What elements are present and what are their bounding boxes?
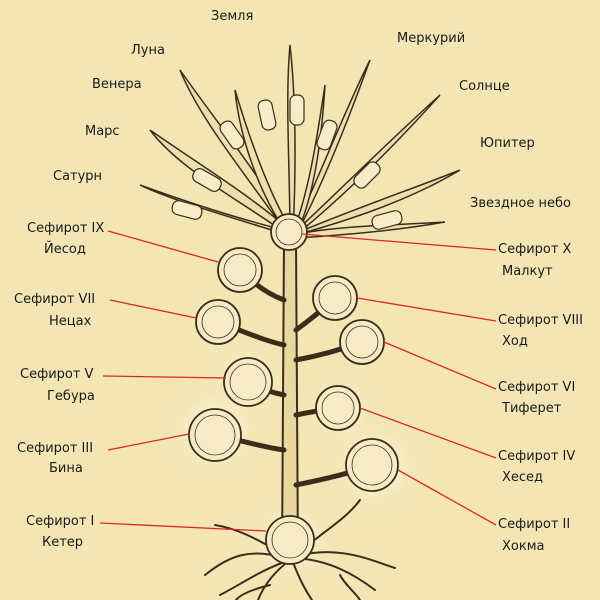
sephira-10-number: Сефирот X: [498, 242, 571, 258]
sephira-7-number: Сефирот VII: [14, 292, 95, 308]
sephira-3-number: Сефирот III: [17, 441, 93, 457]
planet-label-earth: Земля: [211, 9, 253, 25]
sephira-10-name: Малкут: [502, 264, 553, 280]
planet-label-mars: Марс: [85, 124, 120, 140]
sephira-7-name: Нецах: [49, 314, 91, 330]
sephira-3-name: Бина: [49, 461, 83, 477]
sephira-5-name: Гебура: [47, 389, 95, 405]
sephira-4-number: Сефирот IV: [498, 449, 575, 465]
sephira-1-number: Сефирот I: [26, 514, 94, 530]
tree-trunk: [282, 240, 298, 560]
planet-label-starry-sky: Звездное небо: [470, 196, 571, 212]
sephira-8-number: Сефирот VIII: [498, 313, 583, 329]
sephira-9-number: Сефирот IX: [27, 221, 104, 237]
sephira-4-name: Хесед: [502, 470, 543, 486]
sephira-2-number: Сефирот II: [498, 517, 570, 533]
planet-label-sun: Солнце: [459, 79, 510, 95]
planet-label-venus: Венера: [92, 77, 142, 93]
sephira-8-name: Ход: [502, 334, 528, 350]
planet-label-moon: Луна: [131, 43, 165, 59]
sephira-5-number: Сефирот V: [20, 367, 93, 383]
sephira-9-name: Йесод: [44, 242, 86, 258]
sephira-1-name: Кетер: [42, 535, 83, 551]
sephira-6-number: Сефирот VI: [498, 380, 575, 396]
planet-label-mercury: Меркурий: [397, 31, 465, 47]
planet-label-saturn: Сатурн: [53, 169, 102, 185]
sephira-6-name: Тиферет: [502, 401, 561, 417]
sephira-2-name: Хокма: [502, 539, 545, 555]
planet-label-jupiter: Юпитер: [480, 136, 535, 152]
